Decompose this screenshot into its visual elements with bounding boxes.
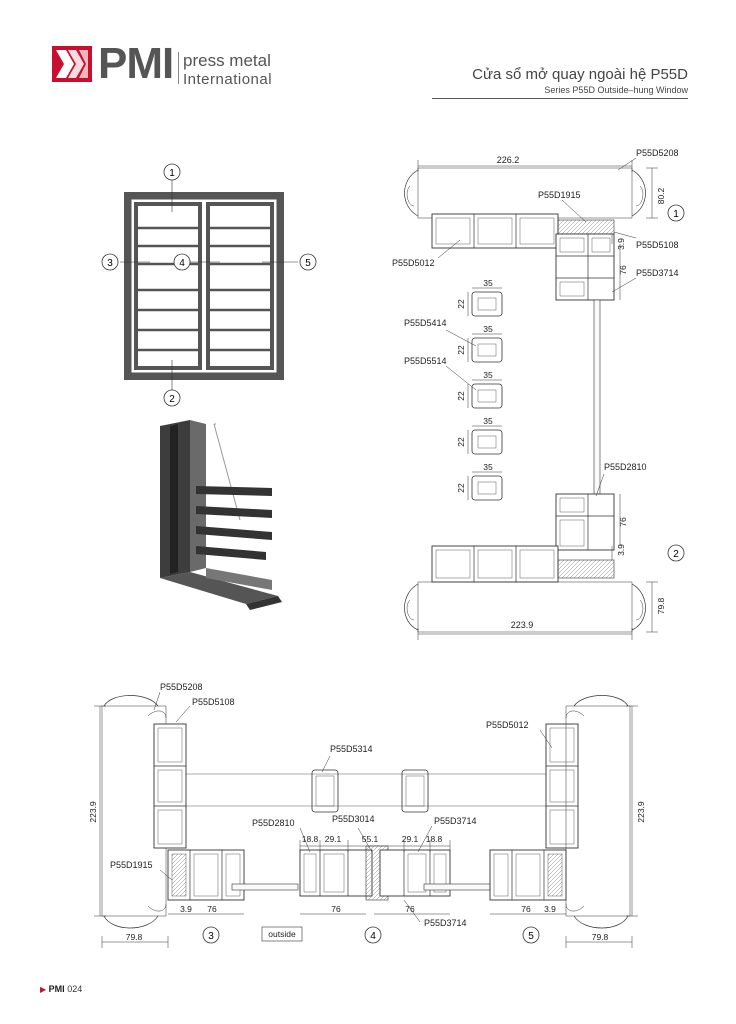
corner-3d-render bbox=[160, 420, 282, 610]
h-part-label-p55d5208: P55D5208 bbox=[160, 682, 203, 692]
outside-label: outside bbox=[268, 929, 296, 939]
part-label-p55d2810: P55D2810 bbox=[604, 462, 647, 472]
glass-bead-width-2: 35 bbox=[483, 324, 493, 334]
h-part-label-p55d5012: P55D5012 bbox=[486, 720, 529, 730]
glass-bead-height-1: 22 bbox=[456, 299, 466, 309]
h-dim-height-left: 223.9 bbox=[88, 801, 98, 823]
callout-2: 2 bbox=[169, 394, 175, 405]
elevation-callouts: 1 2 3 4 5 bbox=[101, 163, 317, 407]
h-part-label-p55d3014: P55D3014 bbox=[332, 814, 375, 824]
brand-name: PMI bbox=[98, 39, 174, 88]
dim-top-height: 80.2 bbox=[656, 187, 666, 204]
page-subtitle: Series P55D Outside–hung Window bbox=[544, 85, 688, 95]
callout-1-section: 1 bbox=[673, 209, 679, 220]
dim-gap-bottom: 3.9 bbox=[616, 544, 626, 556]
dim-top-width: 226.2 bbox=[497, 155, 520, 165]
horizontal-section bbox=[94, 691, 638, 948]
glass-bead-height-5: 22 bbox=[456, 483, 466, 493]
horizontal-section-labels: P55D5208 P55D5108 P55D5012 P55D5314 P55D… bbox=[88, 682, 646, 942]
brand-line-2: International bbox=[183, 71, 273, 88]
part-label-p55d5012: P55D5012 bbox=[392, 258, 435, 268]
dim-depth-bottom: 76 bbox=[618, 517, 628, 527]
part-label-p55d1915: P55D1915 bbox=[538, 190, 581, 200]
h-dim-29-1-a: 29.1 bbox=[325, 834, 342, 844]
glass-bead-width-3: 35 bbox=[483, 370, 493, 380]
glass-bead-height-2: 22 bbox=[456, 345, 466, 355]
window-elevation bbox=[120, 180, 298, 390]
horizontal-section-callouts: 3 4 5 bbox=[202, 926, 540, 944]
page-number: 024 bbox=[67, 984, 83, 994]
h-part-label-p55d2810: P55D2810 bbox=[252, 818, 295, 828]
h-dim-depth-mid-a: 76 bbox=[331, 904, 341, 914]
brand-divider bbox=[178, 52, 179, 84]
dim-depth-top: 76 bbox=[618, 265, 628, 275]
brand-line-1: press metal bbox=[183, 51, 271, 70]
part-label-p55d5108: P55D5108 bbox=[636, 240, 679, 250]
h-dim-gap-right: 3.9 bbox=[544, 904, 556, 914]
h-dim-width-right: 79.8 bbox=[592, 932, 609, 942]
part-label-p55d5414: P55D5414 bbox=[404, 318, 447, 328]
part-label-p55d3714: P55D3714 bbox=[636, 268, 679, 278]
vertical-section-callouts: 1 2 bbox=[667, 204, 685, 562]
play-icon: ▶ bbox=[40, 985, 47, 994]
callout-4-section: 4 bbox=[370, 931, 376, 942]
h-dim-height-right: 223.9 bbox=[636, 801, 646, 823]
h-dim-depth-left: 76 bbox=[207, 904, 217, 914]
callout-1: 1 bbox=[169, 168, 175, 179]
title-rule bbox=[432, 98, 688, 99]
dim-bottom-width: 223.9 bbox=[511, 620, 534, 630]
h-part-label-p55d3714: P55D3714 bbox=[434, 816, 477, 826]
callout-5-section: 5 bbox=[528, 931, 534, 942]
glass-bead-height-4: 22 bbox=[456, 437, 466, 447]
h-part-label-p55d3714-b: P55D3714 bbox=[424, 918, 467, 928]
h-dim-18-8-a: 18.8 bbox=[302, 834, 319, 844]
h-dim-18-8-b: 18.8 bbox=[426, 834, 443, 844]
h-part-label-p55d5108: P55D5108 bbox=[192, 697, 235, 707]
callout-3-section: 3 bbox=[208, 931, 214, 942]
footer-brand: PMI bbox=[48, 984, 65, 994]
pmi-logo-icon bbox=[52, 46, 92, 82]
h-dim-55-1: 55.1 bbox=[362, 834, 379, 844]
callout-5: 5 bbox=[305, 258, 311, 269]
vertical-section-labels: 226.2 80.2 3.9 76 76 3.9 223.9 79.8 35 2… bbox=[392, 148, 679, 630]
callout-4: 4 bbox=[179, 258, 185, 269]
h-dim-depth-mid-b: 76 bbox=[405, 904, 415, 914]
part-label-p55d5514: P55D5514 bbox=[404, 356, 447, 366]
h-part-label-p55d5314: P55D5314 bbox=[330, 744, 373, 754]
glass-bead-height-3: 22 bbox=[456, 391, 466, 401]
page-title: Cửa sổ mở quay ngoài hệ P55D bbox=[472, 66, 688, 83]
dim-gap-top: 3.9 bbox=[616, 238, 626, 250]
h-dim-width-left: 79.8 bbox=[126, 932, 143, 942]
h-dim-depth-right: 76 bbox=[521, 904, 531, 914]
page-footer: ▶ PMI 024 bbox=[40, 984, 82, 994]
h-dim-29-1-b: 29.1 bbox=[402, 834, 419, 844]
glass-bead-width-5: 35 bbox=[483, 462, 493, 472]
part-label-p55d5208: P55D5208 bbox=[636, 148, 679, 158]
callout-2-section: 2 bbox=[673, 549, 679, 560]
dim-bottom-height: 79.8 bbox=[656, 597, 666, 614]
h-part-label-p55d1915: P55D1915 bbox=[110, 860, 153, 870]
h-dim-gap-left: 3.9 bbox=[180, 904, 192, 914]
callout-3: 3 bbox=[107, 258, 113, 269]
vertical-section bbox=[404, 157, 658, 640]
glass-bead-width-1: 35 bbox=[483, 278, 493, 288]
glass-bead-width-4: 35 bbox=[483, 416, 493, 426]
